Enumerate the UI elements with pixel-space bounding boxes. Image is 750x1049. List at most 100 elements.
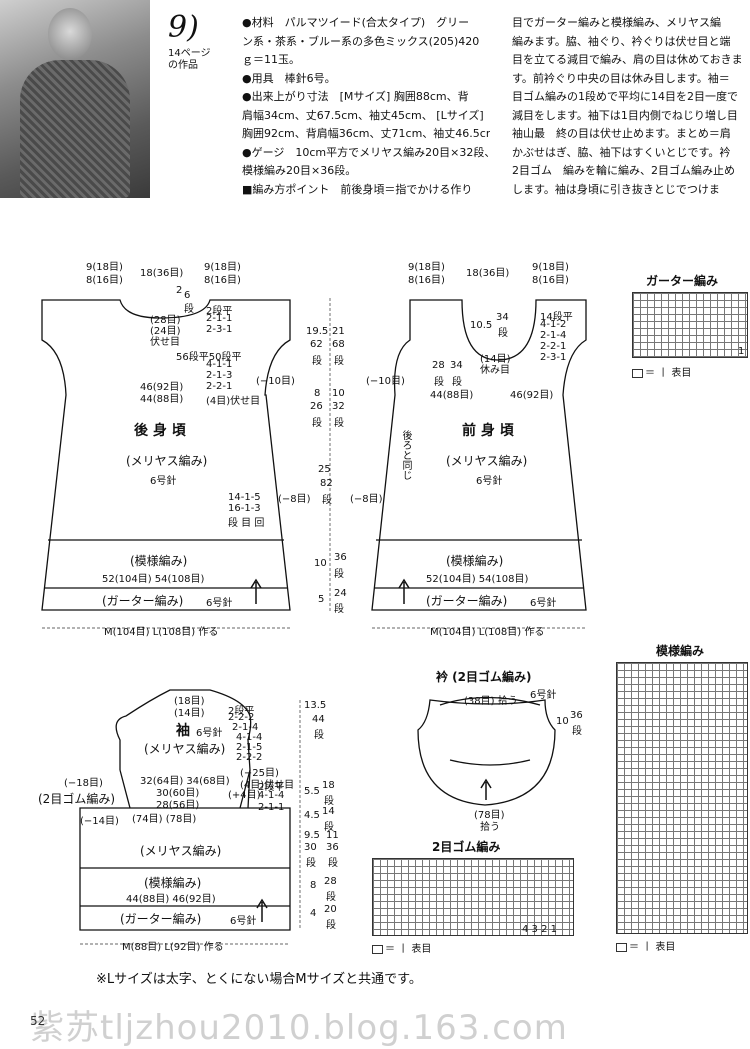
collar-bottom: 拾う [480, 822, 500, 833]
back-arm-dec: 4-1-1 [206, 359, 233, 370]
front-neck-side: 28 [432, 360, 445, 371]
back-hem-width: 52(104目) 54(108目) [102, 574, 205, 585]
pattern-chart-grid [616, 662, 748, 934]
sleeve-vdim: 18 [322, 780, 335, 791]
front-shoulder-left-l: 9(18目) [408, 262, 445, 273]
instruction-line: 2目ゴム 編みを輪に編み、2目ゴム編み止め [512, 164, 735, 177]
back-shoulder-right-m: 8(16目) [204, 275, 241, 286]
front-pattern-label: (模様編み) [446, 554, 504, 568]
back-neck-dec: 2-3-1 [206, 324, 233, 335]
front-needle: 6号針 [476, 476, 503, 487]
instruction-line: 袖山最 終の目は伏せ止めます。まとめ＝肩 [512, 127, 731, 140]
collar-outer [417, 699, 556, 806]
instructions-block: 目でガーター編みと模様編み、メリヤス編 編みます。脇、袖ぐり、衿ぐりは伏せ目と端… [512, 14, 750, 199]
vdim-e: 段 [334, 604, 344, 615]
sleeve-cap-bo: (4目)伏せ目 [240, 780, 295, 791]
legend-text: ＝ 丨 表目 [629, 942, 676, 953]
materials-block: ●材料 パルマツイード(合太タイプ) グリー ン系・茶系・ブルー系の多色ミックス… [242, 14, 490, 199]
vdim-b: 26 [310, 401, 323, 412]
back-neck-dec: 2段平 [206, 306, 233, 317]
sleeve-vdim: 段 [324, 796, 334, 807]
materials-line: ●用具 棒針6号。 [242, 71, 336, 85]
front-chest-l: 46(92目) [510, 390, 554, 401]
sleeve-cap-dec: 2-1-5 [236, 742, 263, 753]
page-reference: 14ページ の作品 [168, 48, 211, 72]
sleeve-top-m: (14目) [174, 708, 205, 719]
vdim-b: 32 [332, 401, 345, 412]
back-side-minus: (−8目) [278, 494, 311, 505]
materials-line: ●材料 パルマツイード(合太タイプ) グリー [242, 16, 470, 29]
sleeve-cap-dec: 2-2-2 [228, 712, 255, 723]
front-up-arrow [398, 578, 410, 604]
front-neck-side: 34 [450, 360, 463, 371]
vdim-a: 62 [310, 339, 323, 350]
sleeve-vdim: 8 [310, 880, 317, 891]
garter-row-number: 1 [738, 346, 745, 357]
rib-chart-numbers: 4 3 2 1 [522, 924, 557, 935]
sleeve-vdim: 20 [324, 904, 337, 915]
sleeve-cap-dec: 4-1-4 [236, 732, 263, 743]
vdim-a: 21 [332, 326, 345, 337]
sleeve-vdim: 4 [310, 908, 317, 919]
sleeve-minus14: (−14目) [80, 816, 119, 827]
sleeve-garter-label: (ガーター編み) [120, 912, 202, 926]
instruction-line: 目を立てる減目で編み、肩の目は休めておきま [512, 53, 743, 66]
model-sweater [20, 60, 130, 198]
garter-legend: ＝ 丨 表目 [632, 364, 691, 379]
materials-line: ■編み方ポイント 前後身頃＝指でかける作り [242, 182, 473, 196]
sleeve-body-stitch: (メリヤス編み) [140, 844, 222, 858]
vdim-b: 8 [314, 388, 321, 399]
front-neck-side: 段 [452, 377, 462, 388]
back-up-arrow [250, 578, 262, 604]
sleeve-pattern-width: 44(88目) 46(92目) [126, 894, 216, 905]
collar-needle: 6号針 [530, 690, 557, 701]
vdim-b: 10 [332, 388, 345, 399]
back-neck-rows-b: 6 [184, 290, 191, 301]
collar-up-arrow [480, 778, 492, 800]
back-arm-minus: (−10目) [256, 376, 295, 387]
sleeve-vdim: 30 [304, 842, 317, 853]
collar-top-curve [439, 696, 541, 706]
sleeve-cap-dec: 2-2-2 [236, 752, 263, 763]
sleeve-stitch: (メリヤス編み) [144, 742, 226, 756]
instruction-line: 減目をします。袖下は1目内側でねじり増し目 [512, 108, 738, 122]
sleeve-cap-dec: 2-1-4 [232, 722, 259, 733]
front-neck-dec: 2-2-1 [540, 341, 567, 352]
collar-height: 36 [570, 710, 583, 721]
back-arm-dec: 2-2-1 [206, 381, 233, 392]
back-arm-bo: (4目)伏せ目 [206, 396, 261, 407]
back-neck-width: 18(36目) [140, 268, 184, 279]
sleeve-cuff-sts: (74目) (78目) [132, 814, 197, 825]
model-photo [0, 0, 150, 198]
sleeve-vdim: 段 [324, 822, 334, 833]
sleeve-width: 30(60目) [156, 788, 200, 799]
sleeve-inc: 2段平 [258, 782, 285, 793]
front-title: 前 身 頃 [462, 423, 514, 439]
sleeve-vdim: 4.5 [304, 810, 320, 821]
collar-top: (38目) 拾う [464, 696, 518, 707]
sleeve-cuff-lines [119, 769, 251, 809]
front-stitch: (メリヤス編み) [446, 454, 528, 468]
legend-square-icon [632, 368, 643, 378]
collar-title: 衿 (2目ゴム編み) [436, 670, 532, 684]
front-garter-needle: 6号針 [530, 598, 557, 609]
back-chest-m: 46(92目) [140, 382, 184, 393]
sleeve-vdim: 14 [322, 806, 335, 817]
front-shoulder-right-m: 8(16目) [532, 275, 569, 286]
front-shoulder-right-l: 9(18目) [532, 262, 569, 273]
collar-height: 段 [572, 726, 582, 737]
sleeve-pattern-label: (模様編み) [144, 876, 202, 890]
sleeve-inc: 4-1-4 [258, 790, 285, 801]
front-piece-outline [371, 299, 587, 611]
sleeve-needle: 6号針 [196, 728, 223, 739]
front-neck-dec: 2-1-4 [540, 330, 567, 341]
instruction-line: します。袖は身頃に引き抜きとじでつけま [512, 182, 720, 196]
rib-legend: ＝ 丨 表目 [372, 940, 431, 955]
vdim-e: 24 [334, 588, 347, 599]
model-head [48, 8, 92, 60]
materials-line: ｇ＝11玉。 [242, 53, 300, 66]
materials-line: ン系・茶系・ブルー系の多色ミックス(205)420 [242, 34, 480, 48]
pattern-chart-title: 模様編み [656, 644, 705, 658]
watermark: 紫苏tljzhou2010.blog.163.com [30, 1008, 568, 1048]
